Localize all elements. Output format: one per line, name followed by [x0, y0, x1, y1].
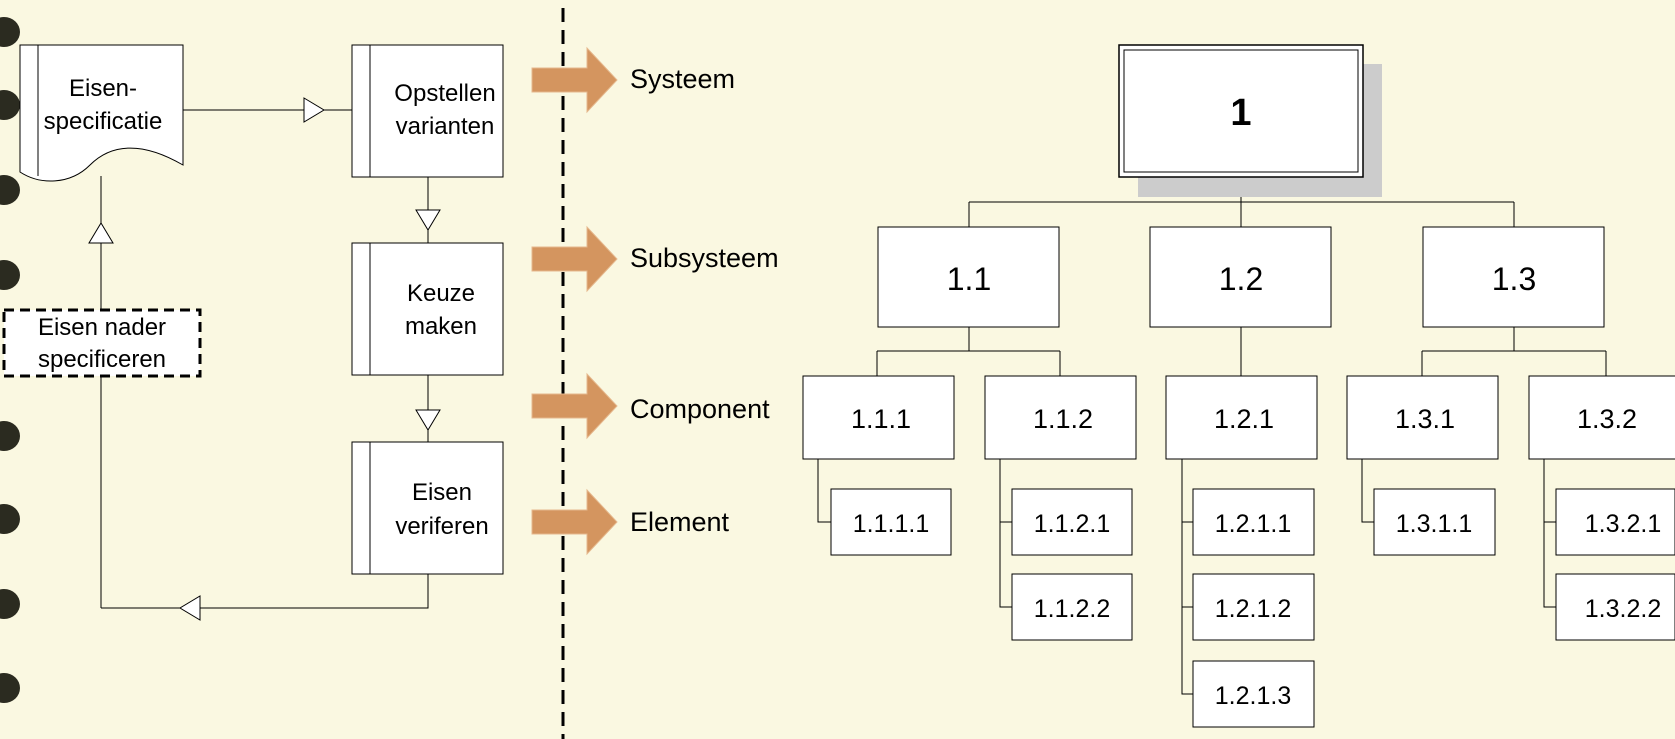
level-label-subsysteem: Subsysteem [630, 243, 779, 273]
element-label: 1.2.1.2 [1215, 595, 1291, 623]
element-node [1555, 488, 1675, 556]
document-label-line2: specificatie [44, 108, 163, 135]
element-node [1011, 488, 1133, 556]
level-arrows [531, 46, 618, 556]
element-label: 1.3.2.2 [1585, 595, 1661, 623]
element-node [830, 488, 952, 556]
element-label: 1.2.1.1 [1215, 510, 1291, 538]
level-arrow [531, 488, 618, 556]
element-label: 1.1.2.2 [1034, 595, 1110, 623]
process-label-line1: Opstellen [394, 80, 495, 107]
component-label: 1.3.2 [1577, 404, 1637, 434]
subsystem-node [877, 226, 1060, 328]
process-verifieren: Eisen veriferen [351, 441, 504, 575]
process-label-line1: Eisen [412, 479, 472, 506]
element-node [1192, 660, 1315, 728]
subsystem-label: 1.1 [947, 261, 991, 297]
process-label-line2: veriferen [395, 513, 488, 540]
subsystem-label: 1.3 [1492, 261, 1536, 297]
root-label: 1 [1230, 92, 1251, 134]
process-keuze: Keuze maken [351, 242, 504, 376]
process-opstellen: Opstellen varianten [351, 44, 504, 178]
level-label-systeem: Systeem [630, 64, 735, 94]
feedback-box: Eisen nader specificeren [2, 308, 202, 378]
element-node [1192, 488, 1315, 556]
flow-connectors [88, 97, 441, 621]
process-label-line1: Keuze [407, 280, 475, 307]
level-arrow [531, 225, 618, 293]
tree-root-node: 1 [1118, 44, 1382, 197]
element-label: 1.3.2.1 [1585, 510, 1661, 538]
element-label: 1.1.2.1 [1034, 510, 1110, 538]
component-label: 1.2.1 [1214, 404, 1274, 434]
binder-holes [0, 17, 20, 703]
element-node [1555, 573, 1675, 641]
element-label: 1.2.1.3 [1215, 682, 1291, 710]
document-shape: Eisen- specificatie [19, 44, 184, 182]
element-node [1011, 573, 1133, 641]
element-label: 1.3.1.1 [1396, 510, 1472, 538]
element-label: 1.1.1.1 [853, 510, 929, 538]
subsystem-node [1149, 226, 1332, 328]
component-node [984, 375, 1137, 460]
subsystem-nodes [877, 226, 1605, 328]
element-nodes [830, 488, 1675, 728]
level-label-component: Component [630, 394, 770, 424]
component-node [1528, 375, 1675, 460]
subsystem-node [1422, 226, 1605, 328]
document-label-line1: Eisen- [69, 75, 137, 102]
component-node [1165, 375, 1318, 460]
component-nodes [802, 375, 1675, 460]
element-node [1192, 573, 1315, 641]
level-label-element: Element [630, 507, 730, 537]
component-node [1346, 375, 1499, 460]
component-node [802, 375, 955, 460]
element-node [1373, 488, 1496, 556]
component-label: 1.1.2 [1033, 404, 1093, 434]
component-label: 1.1.1 [851, 404, 911, 434]
process-label-line2: maken [405, 313, 477, 340]
level-arrow [531, 46, 618, 114]
component-label: 1.3.1 [1395, 404, 1455, 434]
process-label-line2: varianten [396, 113, 495, 140]
subsystem-label: 1.2 [1219, 261, 1263, 297]
feedback-label-line2: specificeren [38, 346, 166, 373]
tree-connectors [817, 176, 1607, 695]
level-arrow [531, 372, 618, 440]
feedback-label-line1: Eisen nader [38, 314, 166, 341]
